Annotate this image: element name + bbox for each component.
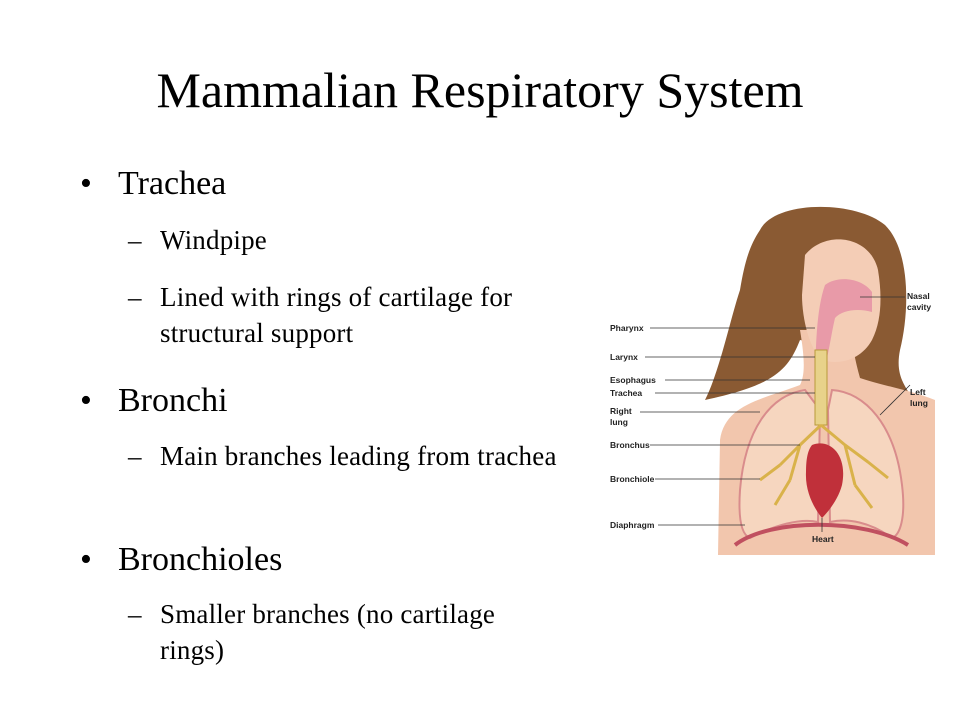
label-right: Right	[610, 406, 632, 416]
sub-bullet-smaller-branches: – Smaller branches (no cartilage rings)	[80, 596, 560, 668]
respiratory-illustration: Pharynx Larynx Esophagus Trachea Right l…	[610, 206, 935, 555]
bullet-trachea: • Trachea	[80, 164, 226, 204]
label-bronchus: Bronchus	[610, 440, 650, 450]
sub-bullet-text: Windpipe	[160, 225, 267, 255]
label-cavity: cavity	[907, 302, 931, 312]
sub-bullet-text: Smaller branches (no cartilage rings)	[160, 599, 496, 665]
sub-bullet-cartilage: – Lined with rings of cartilage for stru…	[80, 279, 590, 351]
label-bronchiole: Bronchiole	[610, 474, 655, 484]
label-heart: Heart	[812, 534, 834, 544]
bullet-glyph: •	[80, 382, 92, 419]
bullet-glyph: •	[80, 165, 92, 202]
trachea-shape	[814, 349, 828, 426]
label-lung: lung	[610, 417, 628, 427]
label-esophagus: Esophagus	[610, 375, 656, 385]
label-trachea: Trachea	[610, 388, 642, 398]
label-left: Left	[910, 387, 926, 397]
airway-shape	[815, 279, 872, 375]
bullet-text: Trachea	[118, 165, 227, 202]
bullet-text: Bronchi	[118, 382, 228, 419]
dash-glyph: –	[128, 441, 142, 471]
bullet-glyph: •	[80, 541, 92, 578]
sub-bullet-text: Main branches leading from trachea	[160, 441, 557, 471]
sub-bullet-main-branches: – Main branches leading from trachea	[80, 438, 590, 474]
leader-lines-left	[640, 327, 815, 526]
sub-bullet-windpipe: – Windpipe	[80, 222, 267, 258]
left-lung-shape	[826, 388, 905, 540]
label-nasal: Nasal	[907, 291, 930, 301]
dash-glyph: –	[128, 282, 142, 312]
bullet-bronchioles: • Bronchioles	[80, 540, 282, 580]
leader-lines-right	[821, 296, 911, 532]
label-larynx: Larynx	[610, 352, 638, 362]
dash-glyph: –	[128, 599, 142, 629]
label-left-lung: lung	[910, 398, 928, 408]
label-pharynx: Pharynx	[610, 323, 644, 333]
label-diaphragm: Diaphragm	[610, 520, 655, 530]
slide-title: Mammalian Respiratory System	[156, 62, 804, 118]
dash-glyph: –	[128, 225, 142, 255]
diaphragm-shape	[733, 522, 910, 547]
bullet-bronchi: • Bronchi	[80, 381, 228, 421]
heart-shape	[805, 443, 844, 518]
bullet-text: Bronchioles	[118, 541, 283, 578]
sub-bullet-text: Lined with rings of cartilage for struct…	[160, 282, 513, 348]
